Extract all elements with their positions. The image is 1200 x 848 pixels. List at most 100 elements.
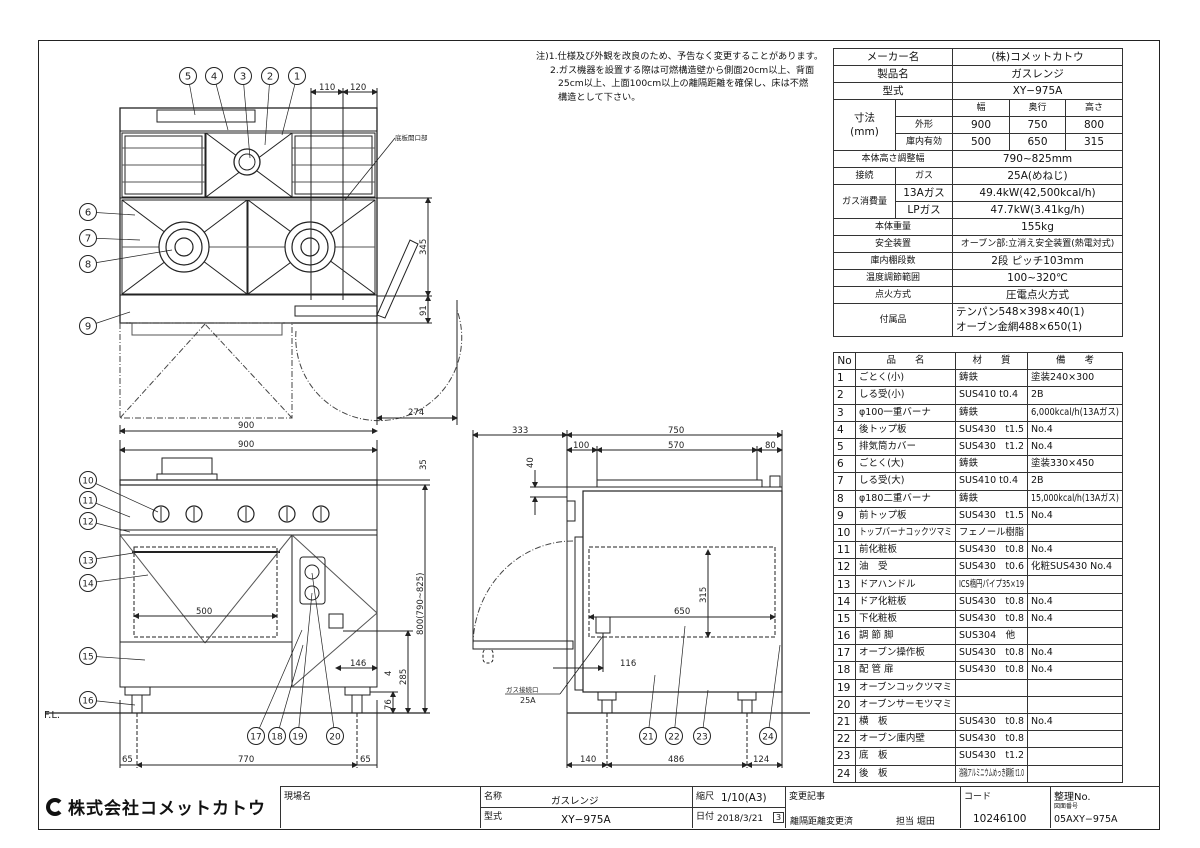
callout-circle (665, 727, 683, 745)
part-no: 5 (833, 437, 856, 457)
part-no: 4 (833, 420, 856, 439)
leader-line (87, 249, 173, 265)
part-mt: SUS430 t0.8 (955, 541, 1028, 560)
callout-circle (288, 67, 306, 85)
callout-number: 2 (267, 72, 273, 83)
callout-number: 17 (250, 733, 261, 743)
gas-label: ガス消費量 (833, 184, 896, 219)
callout-circle (79, 551, 97, 569)
part-mt: SUS304 他 (955, 626, 1028, 646)
callout-22: 22 (665, 625, 686, 745)
part-nm: 後トップ板 (855, 420, 956, 439)
dim-35: 35 (419, 459, 429, 470)
dim-65-right: 65 (360, 755, 371, 765)
callout-number: 19 (292, 733, 304, 743)
inner-depth: 650 (1009, 133, 1066, 151)
part-mt: 鋳鉄 (955, 455, 1028, 474)
parts-header-rm: 備 考 (1027, 351, 1123, 371)
part-no: 19 (833, 678, 856, 697)
callout-circle (179, 67, 197, 85)
dim-110: 110 (319, 83, 335, 93)
conn-sub: ガス (895, 167, 953, 185)
dim-570: 570 (668, 441, 684, 451)
leader-line (767, 644, 781, 737)
part-no: 8 (833, 489, 856, 508)
part-mt (955, 678, 1028, 697)
callout-number: 4 (211, 72, 217, 83)
callout-2: 2 (261, 67, 279, 146)
acc-label: 付属品 (833, 303, 953, 337)
name-model-cell: 名称 ガスレンジ 型式 XY−975A (480, 786, 692, 828)
front-view: 900 35 800(790~825) 500 146 4 285 76 65 … (44, 440, 430, 768)
scale-label: 縮尺 (696, 792, 715, 802)
dim-91: 91 (419, 305, 429, 316)
date: 2018/3/21 (717, 814, 764, 824)
drawing-frame (38, 40, 1160, 830)
part-no: 18 (833, 661, 856, 680)
part-nm: トップバーナコックツマミ (855, 523, 956, 543)
part-mt: 鋳鉄 (955, 489, 1028, 508)
part-mt: SUS430 t0.8 (955, 712, 1028, 732)
part-nm: オーブンコックツマミ (855, 678, 956, 697)
dim-116: 116 (620, 659, 636, 669)
callout-number: 22 (668, 733, 679, 743)
safety-label: 安全装置 (833, 235, 953, 253)
part-mt: SUS430 t1.2 (955, 747, 1028, 766)
callout-circle (268, 727, 286, 745)
callout-number: 5 (185, 72, 191, 83)
callout-circle (326, 727, 344, 745)
dim-80: 80 (765, 441, 776, 451)
leader-line (673, 625, 686, 737)
part-no: 24 (833, 764, 856, 783)
dim-900-top: 900 (238, 421, 254, 431)
part-rm (1027, 626, 1123, 646)
callout-circle (289, 727, 307, 745)
part-mt: ICS楕円パイプ35×19 (955, 575, 1028, 594)
callout-number: 10 (82, 477, 94, 487)
part-no: 10 (833, 523, 856, 543)
dim-header-depth: 奥行 (1009, 99, 1066, 117)
part-no: 13 (833, 575, 856, 594)
dim-120: 120 (350, 83, 366, 93)
part-no: 15 (833, 609, 856, 629)
maker-label: メーカー名 (833, 48, 953, 66)
acc-1: テンパン548×398×40(1) (956, 306, 1085, 318)
inner-height: 315 (1064, 133, 1124, 151)
dim-label-1: 寸法 (854, 112, 875, 124)
callout-8: 8 (79, 249, 173, 273)
part-rm (1027, 523, 1123, 543)
callout-1: 1 (281, 67, 306, 136)
callout-20: 20 (311, 572, 344, 745)
part-nm: 底 板 (855, 747, 956, 766)
callout-number: 11 (82, 497, 93, 507)
lp: 47.7kW(3.41kg/h) (951, 201, 1124, 219)
part-mt: SUS430 t0.8 (955, 609, 1028, 629)
callout-11: 11 (79, 491, 131, 518)
dim-315: 315 (699, 587, 709, 603)
ref-label: 整理No. (1054, 792, 1091, 803)
gas13: 49.4kW(42,500kcal/h) (951, 184, 1124, 202)
floor-level-label: F.L. (44, 710, 60, 721)
scale: 1/10(A3) (721, 792, 767, 804)
dim-770: 770 (238, 755, 254, 765)
leader-line (297, 592, 313, 737)
part-mt: フェノール樹脂 (955, 523, 1028, 543)
callout-5: 5 (179, 67, 197, 116)
model-tb: XY−975A (561, 814, 611, 826)
callout-14: 14 (79, 574, 149, 592)
callout-circle (693, 727, 711, 745)
callout-number: 8 (85, 260, 91, 271)
code-cell: コード 10246100 (960, 786, 1050, 828)
part-nm: φ100一重バーナ (855, 403, 956, 422)
dim-500: 500 (196, 607, 212, 617)
part-rm: No.4 (1027, 506, 1123, 525)
part-nm: 排気筒カバー (855, 437, 956, 457)
